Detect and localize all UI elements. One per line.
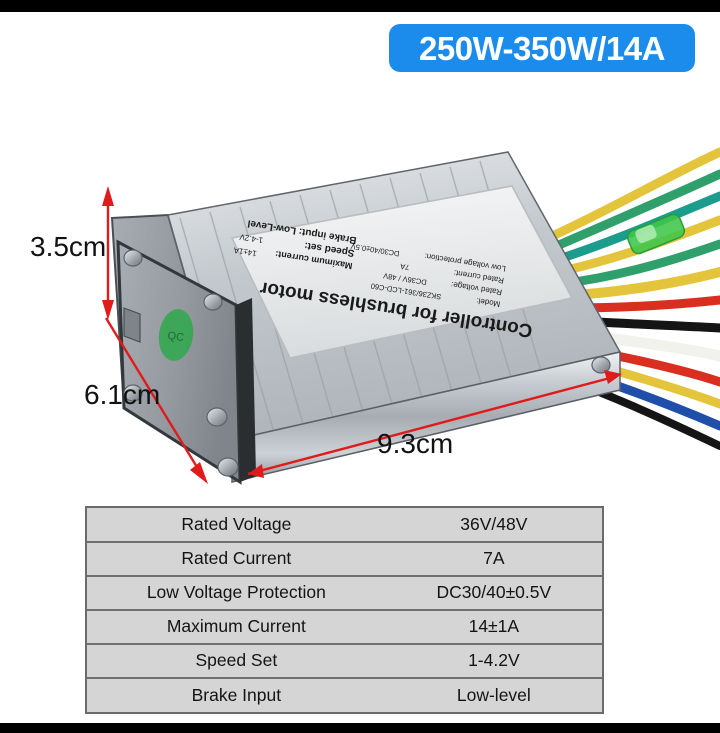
- width-arrow: [247, 370, 622, 478]
- spec-row-name: Speed Set: [87, 644, 386, 678]
- spec-row-value: DC30/40±0.5V: [385, 576, 602, 610]
- spec-row-value: 14±1A: [385, 610, 602, 644]
- product-label: Controller for brushless motor Model: SK…: [230, 185, 574, 359]
- wire-connector: [626, 213, 686, 255]
- svg-text:QC: QC: [167, 330, 185, 344]
- svg-text:1-4.2V: 1-4.2V: [238, 232, 263, 245]
- dimension-width-label: 9.3cm: [377, 428, 454, 459]
- letterbox-bar-bottom: [0, 723, 720, 733]
- spec-row-value: Low-level: [385, 678, 602, 712]
- spec-row-name: Maximum Current: [87, 610, 386, 644]
- letterbox-bar-top: [0, 0, 720, 12]
- spec-row-value: 7A: [385, 542, 602, 576]
- housing-notch: [123, 307, 141, 343]
- housing-screws: [123, 249, 611, 477]
- height-arrow: [102, 186, 114, 320]
- spec-row-value: 36V/48V: [385, 508, 602, 542]
- dimension-arrows: [102, 186, 622, 484]
- housing-gasket: [236, 298, 256, 482]
- spec-row-value: 1-4.2V: [385, 644, 602, 678]
- spec-row-name: Brake Input: [87, 678, 386, 712]
- svg-text:14±1A: 14±1A: [232, 245, 257, 258]
- power-rating-badge: 250W-350W/14A: [389, 24, 695, 72]
- product-photo: Controller for brushless motor Model: SK…: [102, 147, 720, 485]
- spec-row-name: Rated Voltage: [87, 508, 386, 542]
- qc-sticker: [158, 309, 194, 361]
- controller-housing: Controller for brushless motor Model: SK…: [110, 151, 622, 485]
- dimension-height-label: 3.5cm: [30, 231, 107, 262]
- svg-text:7A: 7A: [400, 262, 410, 272]
- spec-row-name: Low Voltage Protection: [87, 576, 386, 610]
- dimension-depth-label: 6.1cm: [84, 379, 161, 410]
- spec-row-name: Rated Current: [87, 542, 386, 576]
- depth-arrow: [104, 317, 208, 484]
- svg-text:Model:: Model:: [476, 296, 501, 309]
- power-rating-label: 250W-350W/14A: [419, 29, 665, 67]
